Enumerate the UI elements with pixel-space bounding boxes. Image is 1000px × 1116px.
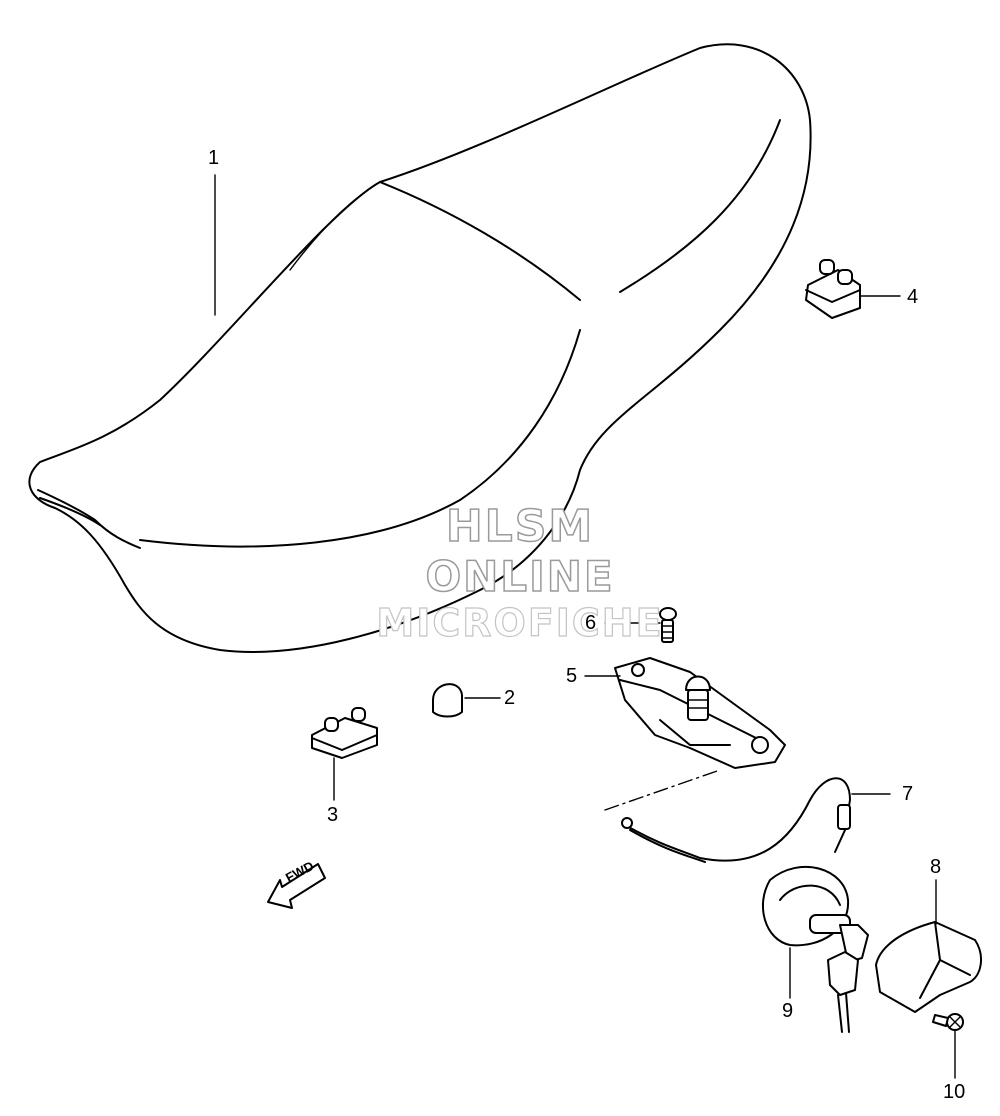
watermark-line-3: MICROFICHE: [376, 601, 664, 645]
screw-6-part: [604, 607, 677, 643]
seat-lock-5-part: [584, 657, 786, 769]
left-arrow-icon: [267, 863, 326, 909]
bracket-4-part: [805, 259, 901, 319]
bracket-3-part: [311, 707, 378, 801]
callout-3[interactable]: 3: [327, 804, 339, 826]
callout-7[interactable]: 7: [902, 783, 914, 805]
lock-set-9-part: [761, 865, 869, 1033]
callout-5[interactable]: 5: [566, 665, 578, 687]
callout-1[interactable]: 1: [208, 147, 220, 169]
callout-2[interactable]: 2: [504, 687, 516, 709]
callout-6[interactable]: 6: [585, 612, 597, 634]
callout-9[interactable]: 9: [782, 1000, 794, 1022]
callout-8[interactable]: 8: [930, 856, 942, 878]
cable-7-part: [621, 777, 891, 863]
seat-part: [28, 43, 812, 653]
assembly-dash-line: [604, 769, 721, 811]
screw-10-part: [932, 1013, 964, 1079]
watermark-line-2: ONLINE: [425, 552, 615, 601]
callout-4[interactable]: 4: [907, 286, 919, 308]
cushion-2-part: [432, 683, 501, 718]
cover-8-part: [875, 879, 982, 1013]
watermark-line-1: HLSM: [445, 501, 595, 552]
callout-10[interactable]: 10: [943, 1081, 966, 1103]
